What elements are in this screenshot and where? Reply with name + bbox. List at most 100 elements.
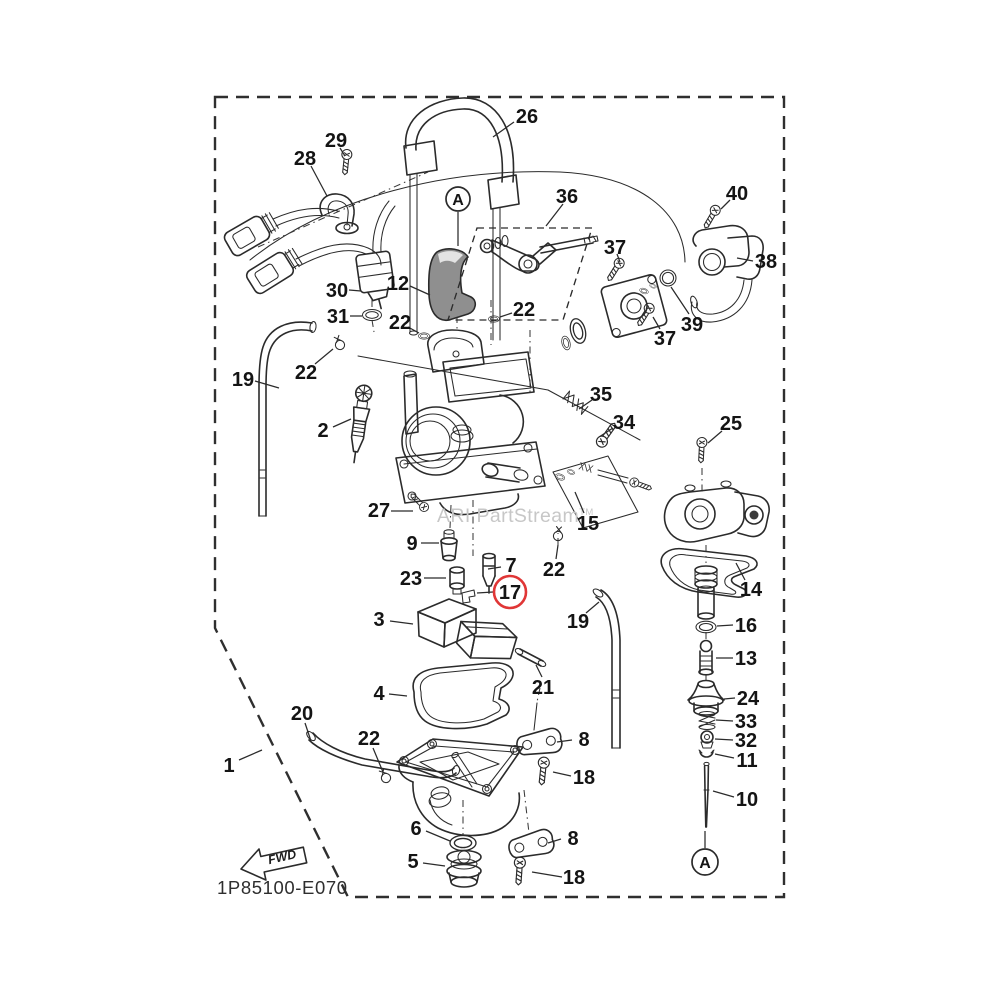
part-label-34[interactable]: 34 [613,412,636,434]
cable-holder [427,248,477,321]
part-label-28[interactable]: 28 [294,148,316,170]
part-label-33[interactable]: 33 [735,711,757,733]
leader-line [555,544,559,560]
carburetor-body [395,329,546,516]
part-label-39[interactable]: 39 [681,314,703,336]
cable-elbow [690,224,764,323]
leader-line [389,620,414,625]
throttle-link-group [447,227,599,321]
part-label-37[interactable]: 37 [604,237,626,259]
leader-line [254,380,280,389]
part-label-30[interactable]: 30 [326,280,348,302]
part-label-22[interactable]: 22 [513,299,535,321]
view-marker-label: A [452,192,464,209]
part-label-4[interactable]: 4 [373,683,385,705]
part-label-5[interactable]: 5 [407,851,418,873]
construction-lines [249,171,707,836]
part-label-12[interactable]: 12 [387,273,409,295]
leader-line [332,418,352,428]
part-label-22[interactable]: 22 [358,728,380,750]
part-label-26[interactable]: 26 [516,106,538,128]
leader-line [425,830,451,842]
part-label-18[interactable]: 18 [563,867,585,889]
part-label-32[interactable]: 32 [735,730,757,752]
highlight-circle [492,574,528,610]
part-label-22[interactable]: 22 [389,312,411,334]
leader-line [339,147,346,157]
part-label-31[interactable]: 31 [327,306,349,328]
starter-solenoid [355,200,396,322]
part-label-25[interactable]: 25 [720,413,742,435]
part-label-22[interactable]: 22 [543,559,565,581]
wire-connectors [223,148,382,295]
leader-line [310,165,328,197]
leader-line [574,491,585,514]
leader-line [736,257,754,262]
part-label-19[interactable]: 19 [232,369,254,391]
part-label-14[interactable]: 14 [740,579,763,601]
part-label-19[interactable]: 19 [567,611,589,633]
part-label-22[interactable]: 22 [295,362,317,384]
leader-line [578,399,593,410]
throttle-cable-arch [403,97,520,341]
part-label-13[interactable]: 13 [735,648,757,670]
part-label-8[interactable]: 8 [578,729,589,751]
part-label-35[interactable]: 35 [590,384,612,406]
part-label-1[interactable]: 1 [223,755,234,777]
part-label-40[interactable]: 40 [726,183,748,205]
accel-pump-parts [552,390,654,529]
part-label-23[interactable]: 23 [400,568,422,590]
part-label-16[interactable]: 16 [735,615,757,637]
part-label-38[interactable]: 38 [755,251,777,273]
leader-line [238,749,263,761]
leader-line [652,316,661,330]
part-label-8[interactable]: 8 [567,828,578,850]
part-label-7[interactable]: 7 [505,555,516,577]
leader-line [585,601,600,614]
leader-line [670,286,690,315]
part-label-37[interactable]: 37 [654,328,676,350]
part-label-3[interactable]: 3 [373,609,384,631]
leader-line [723,697,736,700]
part-label-9[interactable]: 9 [406,533,417,555]
leader-line [388,693,408,697]
brackets-screws [508,727,563,886]
part-label-6[interactable]: 6 [410,818,421,840]
part-label-15[interactable]: 15 [577,513,599,535]
leader-line [547,838,562,844]
watermark: ARI PartStreamTM [437,505,594,527]
part-label-18[interactable]: 18 [573,767,595,789]
leader-line [422,862,446,867]
part-label-11[interactable]: 11 [736,750,757,772]
part-label-17-selected[interactable]: 17 [499,582,521,604]
leader-line [598,427,614,438]
fwd-label: FWD [267,847,298,867]
part-label-21[interactable]: 21 [532,677,554,699]
leader-line [314,348,334,365]
needle-jet-stack [687,565,725,828]
part-label-20[interactable]: 20 [291,703,313,725]
leader-line [535,664,543,678]
leader-line [735,562,746,581]
leader-line [409,285,431,296]
leader-line [304,722,312,742]
leader-line [531,871,563,878]
part-label-29[interactable]: 29 [325,130,347,152]
tps-sensor-group [660,436,770,598]
leader-line [348,289,362,292]
leader-line [707,430,723,444]
starter-jet [350,384,373,464]
part-label-2[interactable]: 2 [317,420,328,442]
part-label-36[interactable]: 36 [556,186,578,208]
leader-line [487,566,502,570]
leader-lines [238,121,754,878]
leader-line [476,591,494,594]
part-label-10[interactable]: 10 [736,789,758,811]
part-label-24[interactable]: 24 [737,688,760,710]
part-label-27[interactable]: 27 [368,500,390,522]
leader-line [714,753,735,759]
leader-line [716,624,734,627]
pump-cover-group [559,202,764,352]
